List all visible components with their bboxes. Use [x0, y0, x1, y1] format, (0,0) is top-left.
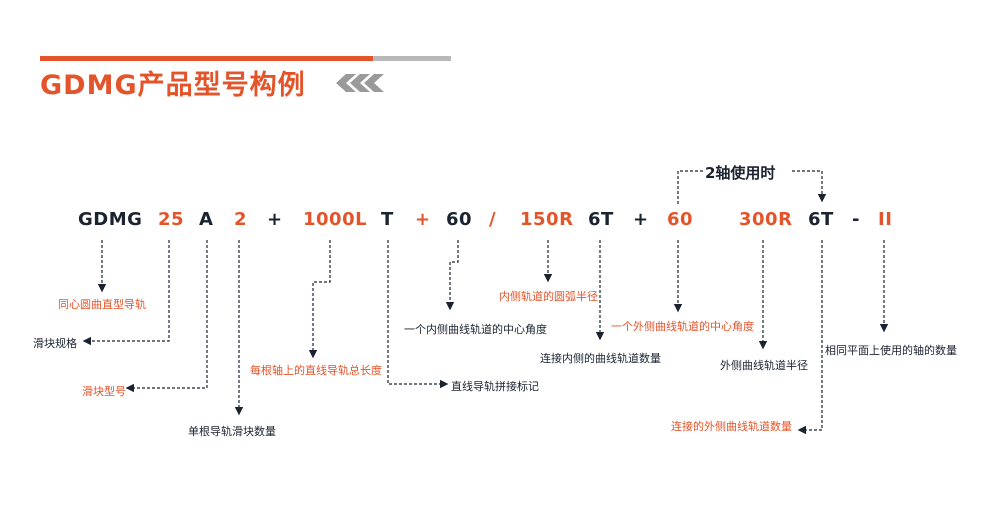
label-blocks-per-rail: 单根导轨滑块数量	[188, 425, 276, 438]
code-inner-count: 6T	[588, 209, 614, 230]
code-outer-count: 6T	[808, 209, 834, 230]
code-size: 25	[158, 209, 185, 230]
code-length: 1000L	[303, 209, 368, 230]
code-block-count: 2	[234, 209, 248, 230]
code-outer-radius: 300R	[739, 209, 793, 230]
code-outer-angle: 60	[667, 209, 694, 230]
code-dash: -	[852, 209, 860, 230]
label-total-length: 每根轴上的直线导轨总长度	[250, 364, 382, 377]
label-series: 同心圆曲直型导轨	[58, 298, 146, 311]
code-inner-angle: 60	[446, 209, 473, 230]
title-divider-bar	[373, 56, 451, 61]
diagram-panel	[14, 156, 972, 462]
code-block-type: A	[199, 209, 214, 230]
label-outer-radius: 外侧曲线轨道半径	[720, 359, 808, 372]
label-inner-count: 连接内侧的曲线轨道数量	[540, 352, 661, 365]
code-plus-2: +	[415, 209, 431, 230]
chevron-left-icon	[336, 74, 384, 92]
code-series: GDMG	[78, 209, 143, 230]
page-title: GDMG产品型号构例	[40, 70, 306, 101]
label-block-type: 滑块型号	[82, 385, 126, 398]
code-plus-3: +	[633, 209, 649, 230]
label-outer-count: 连接的外侧曲线轨道数量	[671, 420, 792, 433]
label-axis-count: 相同平面上使用的轴的数量	[825, 344, 957, 357]
two-axis-note: 2轴使用时	[703, 162, 778, 183]
code-axis-count: II	[878, 209, 893, 230]
label-joint-mark: 直线导轨拼接标记	[451, 380, 539, 393]
label-inner-radius: 内侧轨道的圆弧半径	[499, 290, 598, 303]
code-inner-radius: 150R	[520, 209, 574, 230]
label-block-spec: 滑块规格	[33, 337, 77, 350]
label-outer-angle: 一个外侧曲线轨道的中心角度	[611, 320, 754, 333]
code-plus-1: +	[267, 209, 283, 230]
label-inner-angle: 一个内侧曲线轨道的中心角度	[404, 323, 547, 336]
code-joint: T	[381, 209, 394, 230]
code-slash: /	[489, 209, 497, 230]
title-accent-bar	[40, 56, 373, 61]
